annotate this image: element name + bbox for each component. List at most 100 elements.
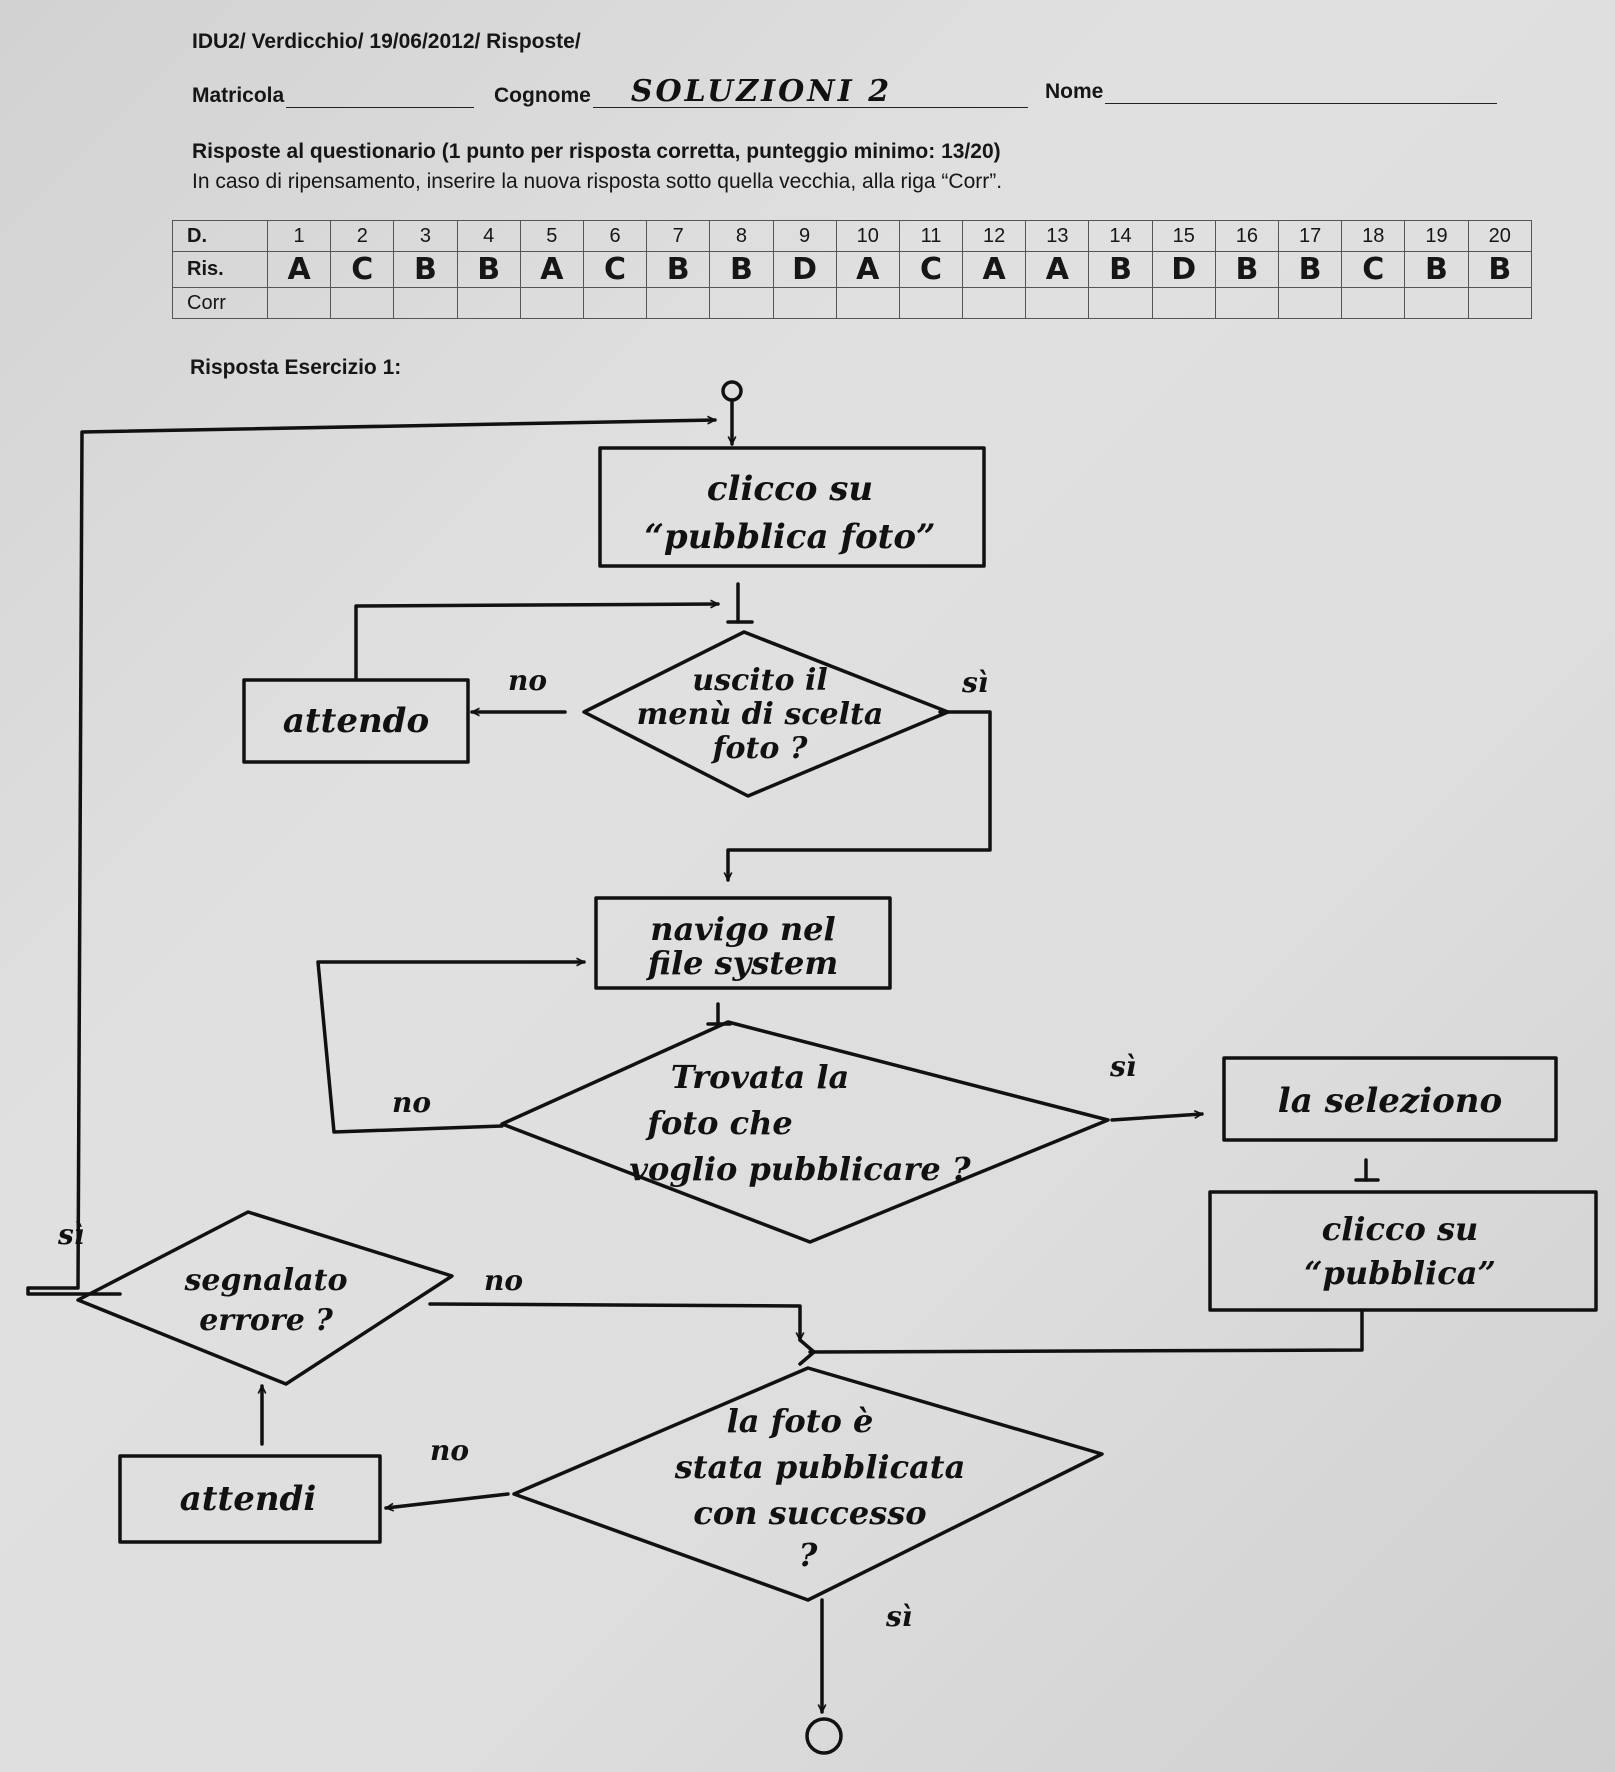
matricola-line [286, 89, 475, 108]
box-click-publish-photo-line1: clicco su [707, 469, 873, 509]
label-error-no: no [484, 1264, 523, 1297]
decision-found-line3: voglio pubblicare ? [629, 1150, 970, 1188]
row-label-corr: Corr [172, 287, 268, 319]
question-number: 7 [646, 220, 711, 252]
decision-success-line4: ? [799, 1536, 818, 1574]
correction-cell [1025, 287, 1090, 319]
answer-cell: B [1467, 251, 1533, 288]
decision-found-line2: foto che [645, 1104, 792, 1142]
correction-cell [898, 287, 964, 319]
row-label-ris: Ris. [172, 251, 268, 288]
box-wait-1 [242, 678, 470, 764]
label-success-yes: sì [885, 1600, 912, 1633]
question-number: 1 [266, 220, 332, 252]
correction-cell [835, 287, 900, 319]
answers-table: D. 1 2 3 4 5 6 7 8 9 10 11 12 13 14 15 1… [172, 220, 1533, 319]
question-number: 2 [330, 220, 395, 252]
question-number: 4 [456, 220, 521, 252]
arrow-merge-tip-a [798, 1338, 816, 1354]
numbers-row: D. 1 2 3 4 5 6 7 8 9 10 11 12 13 14 15 1… [172, 220, 1533, 252]
decision-error-line1: segnalato [184, 1263, 348, 1298]
label-success-no: no [430, 1434, 469, 1467]
corrections-row: Corr [172, 287, 1533, 319]
arrow-error-no-to-success [428, 1302, 800, 1342]
decision-success-line1: la foto è [727, 1402, 874, 1440]
label-menu-no: no [508, 664, 547, 697]
end-node [805, 1717, 843, 1755]
answer-cell: A [1025, 251, 1090, 288]
answer-cell: D [772, 251, 837, 288]
arrow-error-yes-to-start [26, 420, 717, 1296]
answer-cell: D [1151, 251, 1216, 288]
decision-error-line2: errore ? [199, 1303, 333, 1338]
correction-cell [519, 287, 584, 319]
decision-found [500, 1020, 1110, 1244]
correction-cell [1341, 287, 1406, 319]
box-click-publish-photo-line2: “pubblica foto” [644, 517, 935, 557]
answer-cell: B [1404, 251, 1469, 288]
correction-cell [1404, 287, 1469, 319]
box-wait-2-label: attendi [180, 1479, 316, 1519]
correction-cell [1467, 287, 1533, 319]
questionnaire-subtitle: In caso di ripensamento, inserire la nuo… [192, 170, 1003, 193]
correction-cell [456, 287, 521, 319]
box-wait-1-label: attendo [283, 701, 429, 741]
arrow-found-yes-to-select [1110, 1114, 1204, 1122]
arrow-found-no-to-navigate [316, 962, 586, 1134]
box-click-publish [1208, 1190, 1598, 1312]
correction-cell [1151, 287, 1216, 319]
decision-found-line1: Trovata la [671, 1058, 850, 1096]
decision-success-line3: con successo [693, 1494, 926, 1532]
label-found-no: no [392, 1086, 431, 1119]
nome-line [1105, 85, 1498, 104]
correction-cell [330, 287, 395, 319]
answer-cell: B [393, 251, 458, 288]
cognome-value: SOLUZIONI 2 [630, 74, 893, 109]
answer-cell: A [519, 251, 584, 288]
arrow-wait-1-to-menu [354, 604, 720, 680]
question-number: 16 [1214, 220, 1280, 252]
answer-cell: B [709, 251, 774, 288]
question-number: 13 [1025, 220, 1090, 252]
nome-field: Nome [1045, 80, 1498, 104]
box-click-publish-line1: clicco su [1322, 1210, 1479, 1248]
question-number: 15 [1151, 220, 1216, 252]
box-navigate [594, 896, 892, 990]
label-found-yes: sì [1109, 1050, 1136, 1083]
correction-cell [1214, 287, 1280, 319]
cognome-line: SOLUZIONI 2 [592, 74, 1028, 109]
nome-label: Nome [1045, 80, 1104, 103]
arrow-success-no-to-wait [384, 1492, 510, 1508]
correction-cell [646, 287, 711, 319]
box-click-publish-photo [598, 446, 986, 568]
box-navigate-line1: navigo nel [650, 910, 835, 948]
cognome-field: Cognome SOLUZIONI 2 [494, 74, 1028, 109]
box-click-publish-line2: “pubblica” [1304, 1254, 1496, 1292]
question-number: 14 [1088, 220, 1153, 252]
box-wait-2 [118, 1454, 382, 1544]
answer-cell: C [582, 251, 648, 288]
exercise-title: Risposta Esercizio 1: [190, 356, 402, 379]
decision-menu-line2: menù di scelta [637, 697, 884, 732]
label-menu-yes: sì [961, 666, 988, 699]
box-navigate-line2: file system [646, 944, 839, 982]
decision-menu [582, 630, 950, 798]
box-select-label: la seleziono [1278, 1081, 1502, 1121]
arrow-click-publish-to-success [808, 1310, 1364, 1354]
decision-menu-line3: foto ? [711, 731, 808, 766]
question-number: 20 [1467, 220, 1533, 252]
sheet-header-title: IDU2/ Verdicchio/ 19/06/2012/ Risposte/ [192, 30, 581, 53]
question-number: 9 [772, 220, 837, 252]
correction-cell [266, 287, 332, 319]
matricola-field: Matricola [192, 84, 475, 108]
answer-cell: C [1341, 251, 1406, 288]
correction-cell [709, 287, 774, 319]
answer-cell: A [962, 251, 1027, 288]
cognome-label: Cognome [494, 84, 591, 107]
decision-error [76, 1210, 454, 1386]
correction-cell [582, 287, 648, 319]
matricola-label: Matricola [192, 84, 285, 107]
decision-success [512, 1366, 1104, 1602]
arrow-menu-yes-to-navigate [728, 710, 992, 882]
